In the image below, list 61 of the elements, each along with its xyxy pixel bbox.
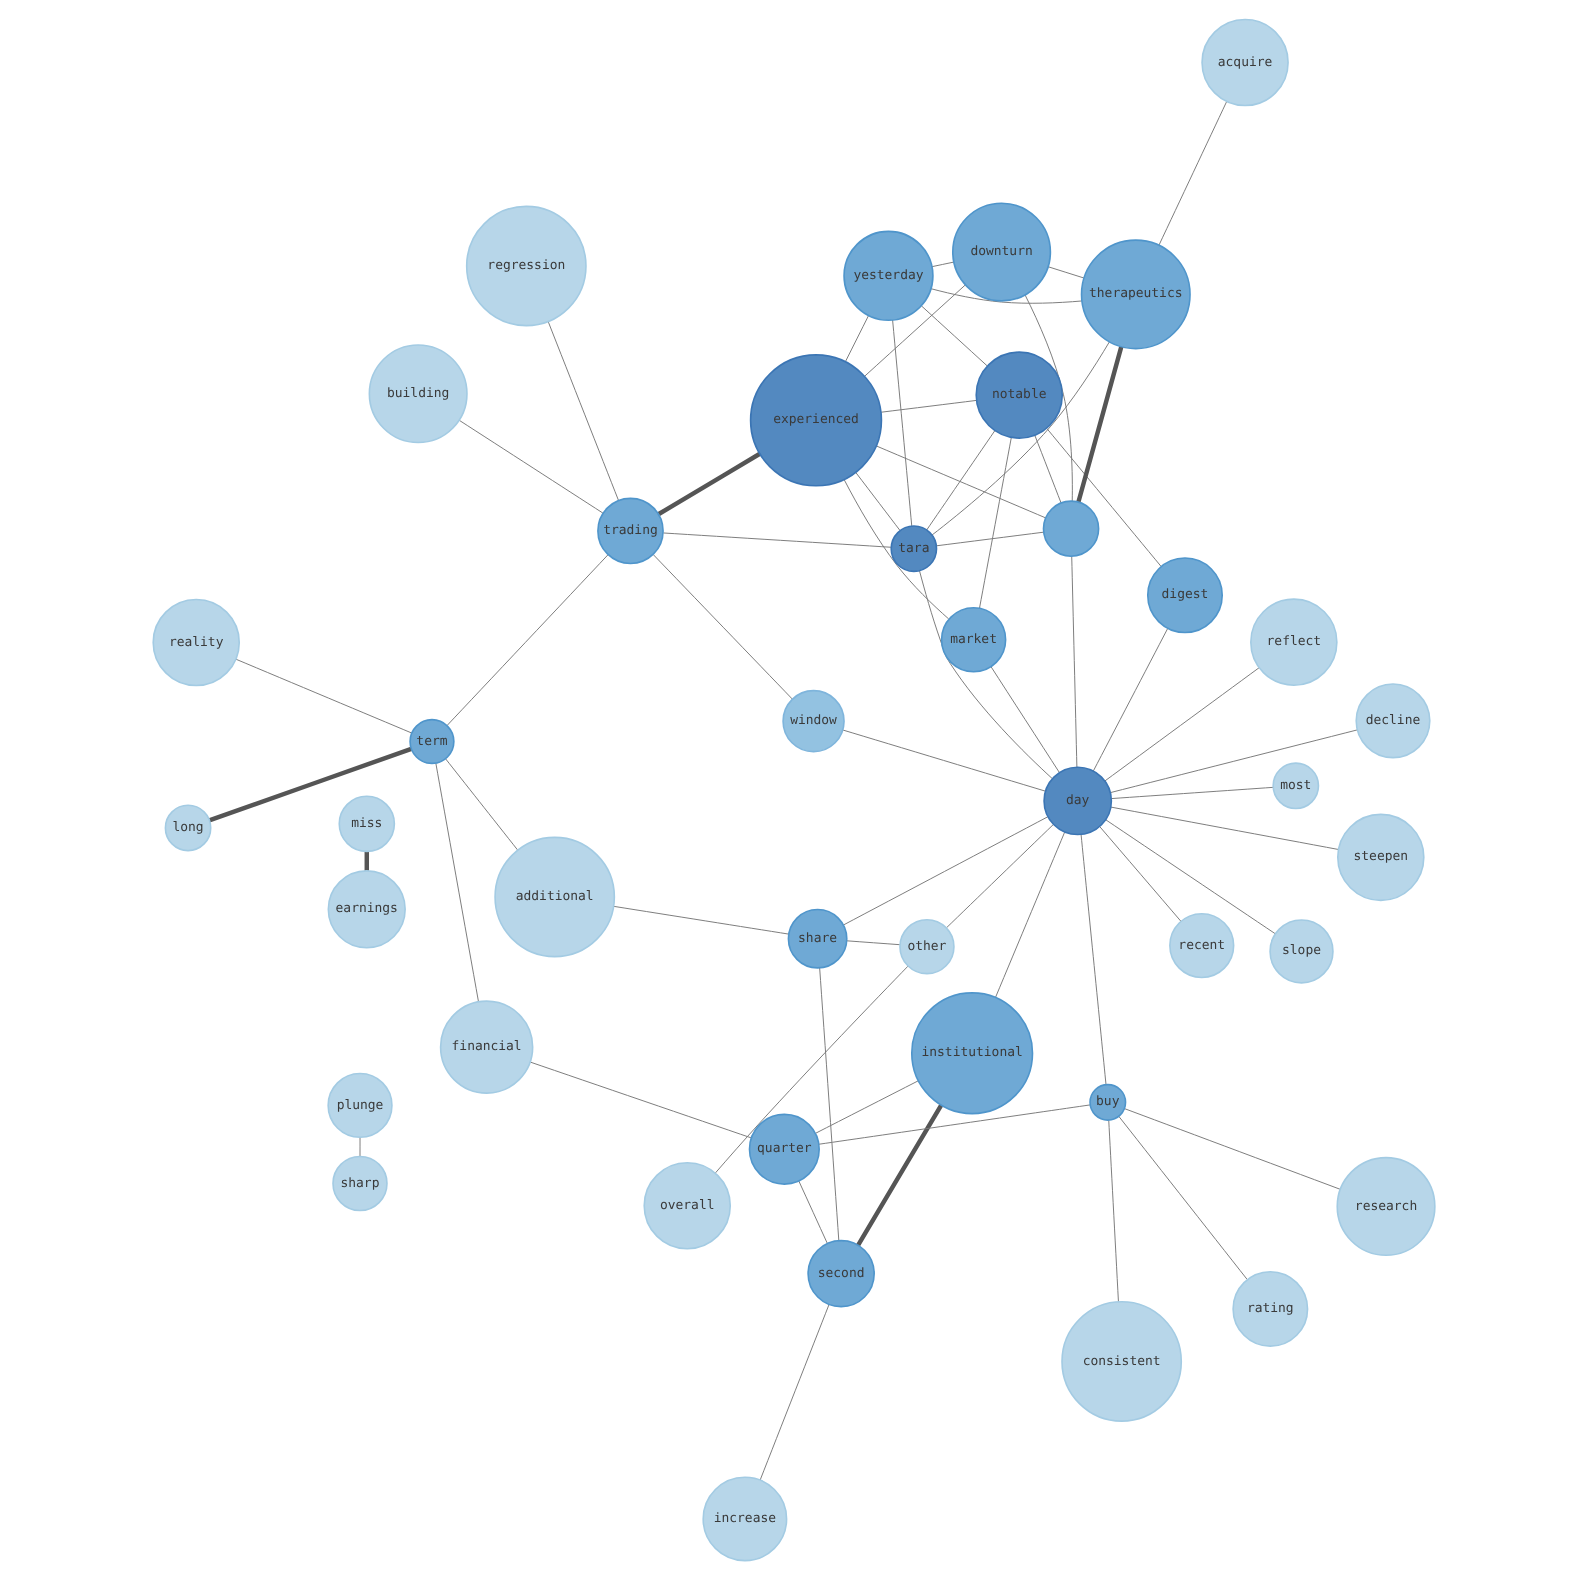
connector (759, 1304, 830, 1481)
connector (1123, 1108, 1341, 1190)
connector (931, 261, 955, 268)
connector (856, 1104, 944, 1247)
connector (1076, 346, 1124, 503)
connector (843, 479, 950, 620)
connector (846, 940, 901, 946)
connector (979, 436, 1012, 609)
connector (1118, 1115, 1248, 1280)
connector (880, 399, 977, 413)
connector (529, 1061, 752, 1139)
connector (1110, 786, 1274, 800)
connector (843, 816, 1049, 926)
connector (1024, 294, 1073, 502)
connector (819, 967, 840, 1242)
connector (926, 430, 996, 531)
connector (1105, 819, 1276, 935)
connector (855, 472, 901, 532)
connector (1047, 266, 1085, 279)
connector (1071, 556, 1078, 768)
connector (814, 1080, 919, 1134)
connector (1092, 627, 1169, 772)
connector (445, 758, 519, 851)
connector (1034, 434, 1062, 504)
connector (920, 305, 988, 367)
connector (1080, 834, 1107, 1086)
connector (458, 419, 604, 514)
connector (613, 905, 790, 935)
connector (842, 729, 1046, 792)
connector (892, 319, 913, 527)
connector (1158, 101, 1228, 246)
connector (945, 823, 1054, 929)
connector (1110, 729, 1358, 794)
connector (662, 532, 892, 548)
connector (798, 1180, 828, 1244)
connector (864, 284, 966, 377)
connector (1104, 667, 1260, 782)
connector (931, 341, 1110, 536)
connector (994, 831, 1066, 999)
connector (208, 746, 413, 823)
connector (446, 554, 609, 726)
connector (1110, 806, 1339, 850)
connector (359, 1136, 361, 1157)
connector (930, 288, 1083, 304)
connector (1108, 1119, 1119, 1303)
node-circle (1042, 500, 1100, 558)
connector (652, 554, 793, 700)
connector (657, 451, 761, 516)
connector (235, 658, 413, 734)
connector (918, 570, 1053, 780)
connector (990, 666, 1060, 773)
connector (844, 314, 870, 363)
connector (1099, 826, 1182, 922)
connector (364, 851, 370, 871)
connector (875, 445, 1046, 519)
connector (714, 965, 909, 1174)
connector (547, 320, 619, 501)
connector (435, 762, 479, 1003)
connector (1046, 427, 1162, 567)
connector (935, 531, 1045, 547)
connector (818, 1104, 1091, 1145)
